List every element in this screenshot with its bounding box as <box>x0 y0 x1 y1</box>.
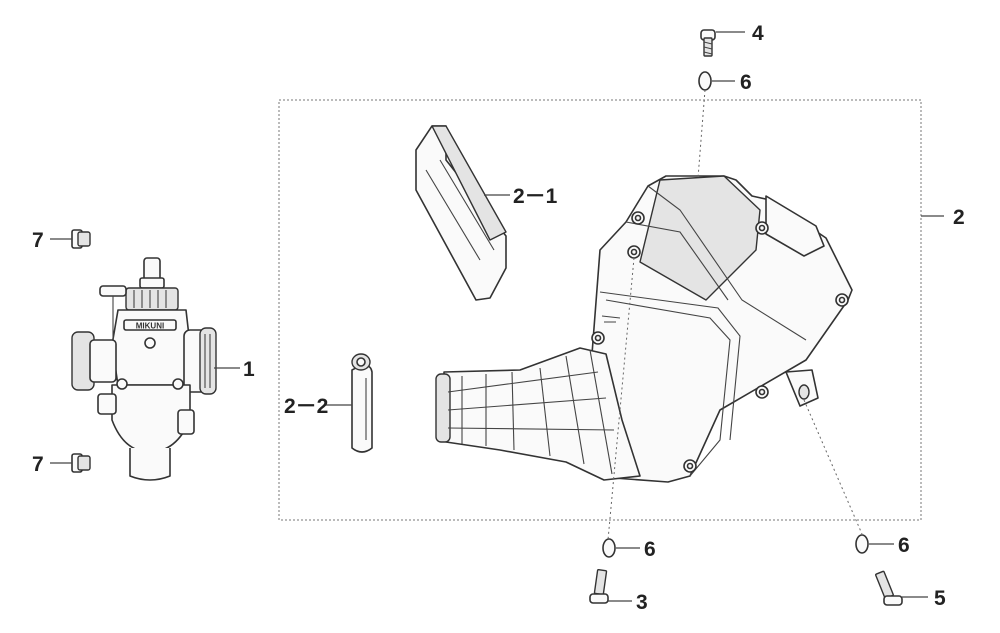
hose-clamp <box>351 353 373 453</box>
callout-6-top: 6 <box>740 71 752 94</box>
callout-6-lower-left: 6 <box>644 538 656 561</box>
flange-nut-7-top <box>71 229 91 249</box>
washer-6-top <box>698 71 712 91</box>
flange-nut-7-bottom <box>71 453 91 473</box>
callout-3: 3 <box>636 591 648 614</box>
air-cleaner-box <box>589 175 853 483</box>
screw-5 <box>875 570 903 606</box>
screw-4 <box>700 29 716 57</box>
callout-7-top: 7 <box>32 229 44 252</box>
alignment-line-left <box>607 257 635 541</box>
callout-1: 1 <box>243 358 255 381</box>
screw-3 <box>589 568 609 604</box>
callout-2: 2 <box>953 206 965 229</box>
callout-2-2: 2－2 <box>284 395 328 418</box>
callout-4: 4 <box>752 22 764 45</box>
callout-7-bottom: 7 <box>32 453 44 476</box>
carburetor-marking: MIKUNI <box>136 322 164 331</box>
alignment-line-top <box>697 89 706 179</box>
filter-element <box>415 125 507 301</box>
carburetor: MIKUNI <box>71 257 217 481</box>
intake-duct <box>435 347 641 481</box>
alignment-line-right <box>803 399 863 535</box>
callout-2-1: 2－1 <box>513 185 558 208</box>
callout-5: 5 <box>934 587 946 610</box>
assembly-boundary <box>278 99 922 521</box>
callout-6-lower-right: 6 <box>898 534 910 557</box>
washer-6-lower-right <box>855 534 869 554</box>
washer-6-lower-left <box>602 538 616 558</box>
